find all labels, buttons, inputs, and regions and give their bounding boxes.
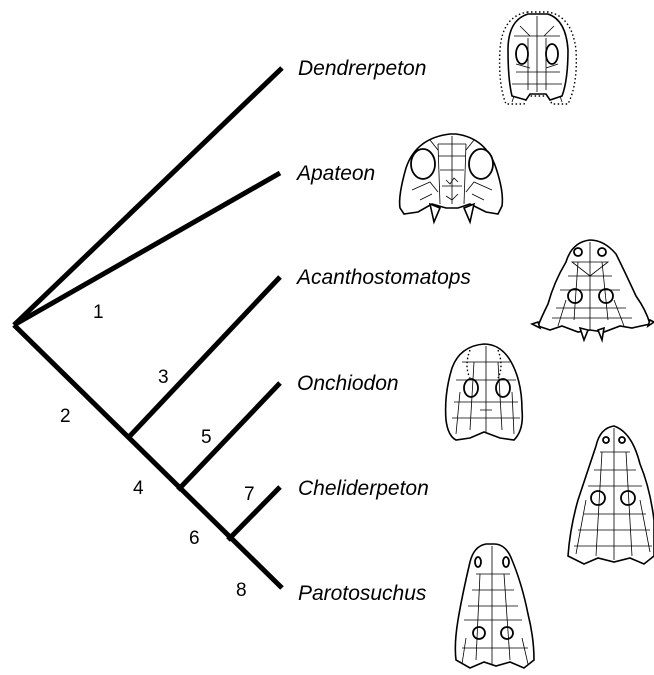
- apateon-skull: [400, 134, 503, 222]
- branch-acanthostomatops: [128, 277, 280, 438]
- node-label-3: 3: [158, 367, 169, 388]
- node-label-1: 1: [93, 302, 104, 323]
- node-label-8: 8: [236, 580, 247, 601]
- node-label-7: 7: [244, 484, 255, 505]
- branch-onchiodon: [178, 383, 280, 490]
- taxon-label-cheliderpeton: Cheliderpeton: [298, 477, 429, 500]
- node-label-2: 2: [60, 406, 71, 427]
- parotosuchus-skull: [455, 544, 534, 668]
- dendrerpeton-skull: [500, 12, 577, 104]
- taxon-label-acanthostomatops: Acanthostomatops: [295, 266, 471, 289]
- branch-main-stem: [14, 325, 282, 588]
- node-labels: 1 2 3 4 5 6 7 8: [60, 302, 255, 601]
- onchiodon-skull: [446, 344, 523, 440]
- acanthostomatops-skull: [532, 240, 654, 340]
- tree-branches: [14, 68, 282, 588]
- taxon-label-apateon: Apateon: [295, 162, 375, 185]
- taxon-label-parotosuchus: Parotosuchus: [298, 582, 427, 605]
- taxon-label-onchiodon: Onchiodon: [297, 372, 399, 395]
- node-label-4: 4: [133, 478, 144, 499]
- node-label-6: 6: [189, 528, 200, 549]
- node-label-5: 5: [201, 427, 212, 448]
- cheliderpeton-skull: [568, 426, 654, 564]
- taxon-label-dendrerpeton: Dendrerpeton: [298, 57, 426, 80]
- skull-illustrations: [400, 12, 654, 668]
